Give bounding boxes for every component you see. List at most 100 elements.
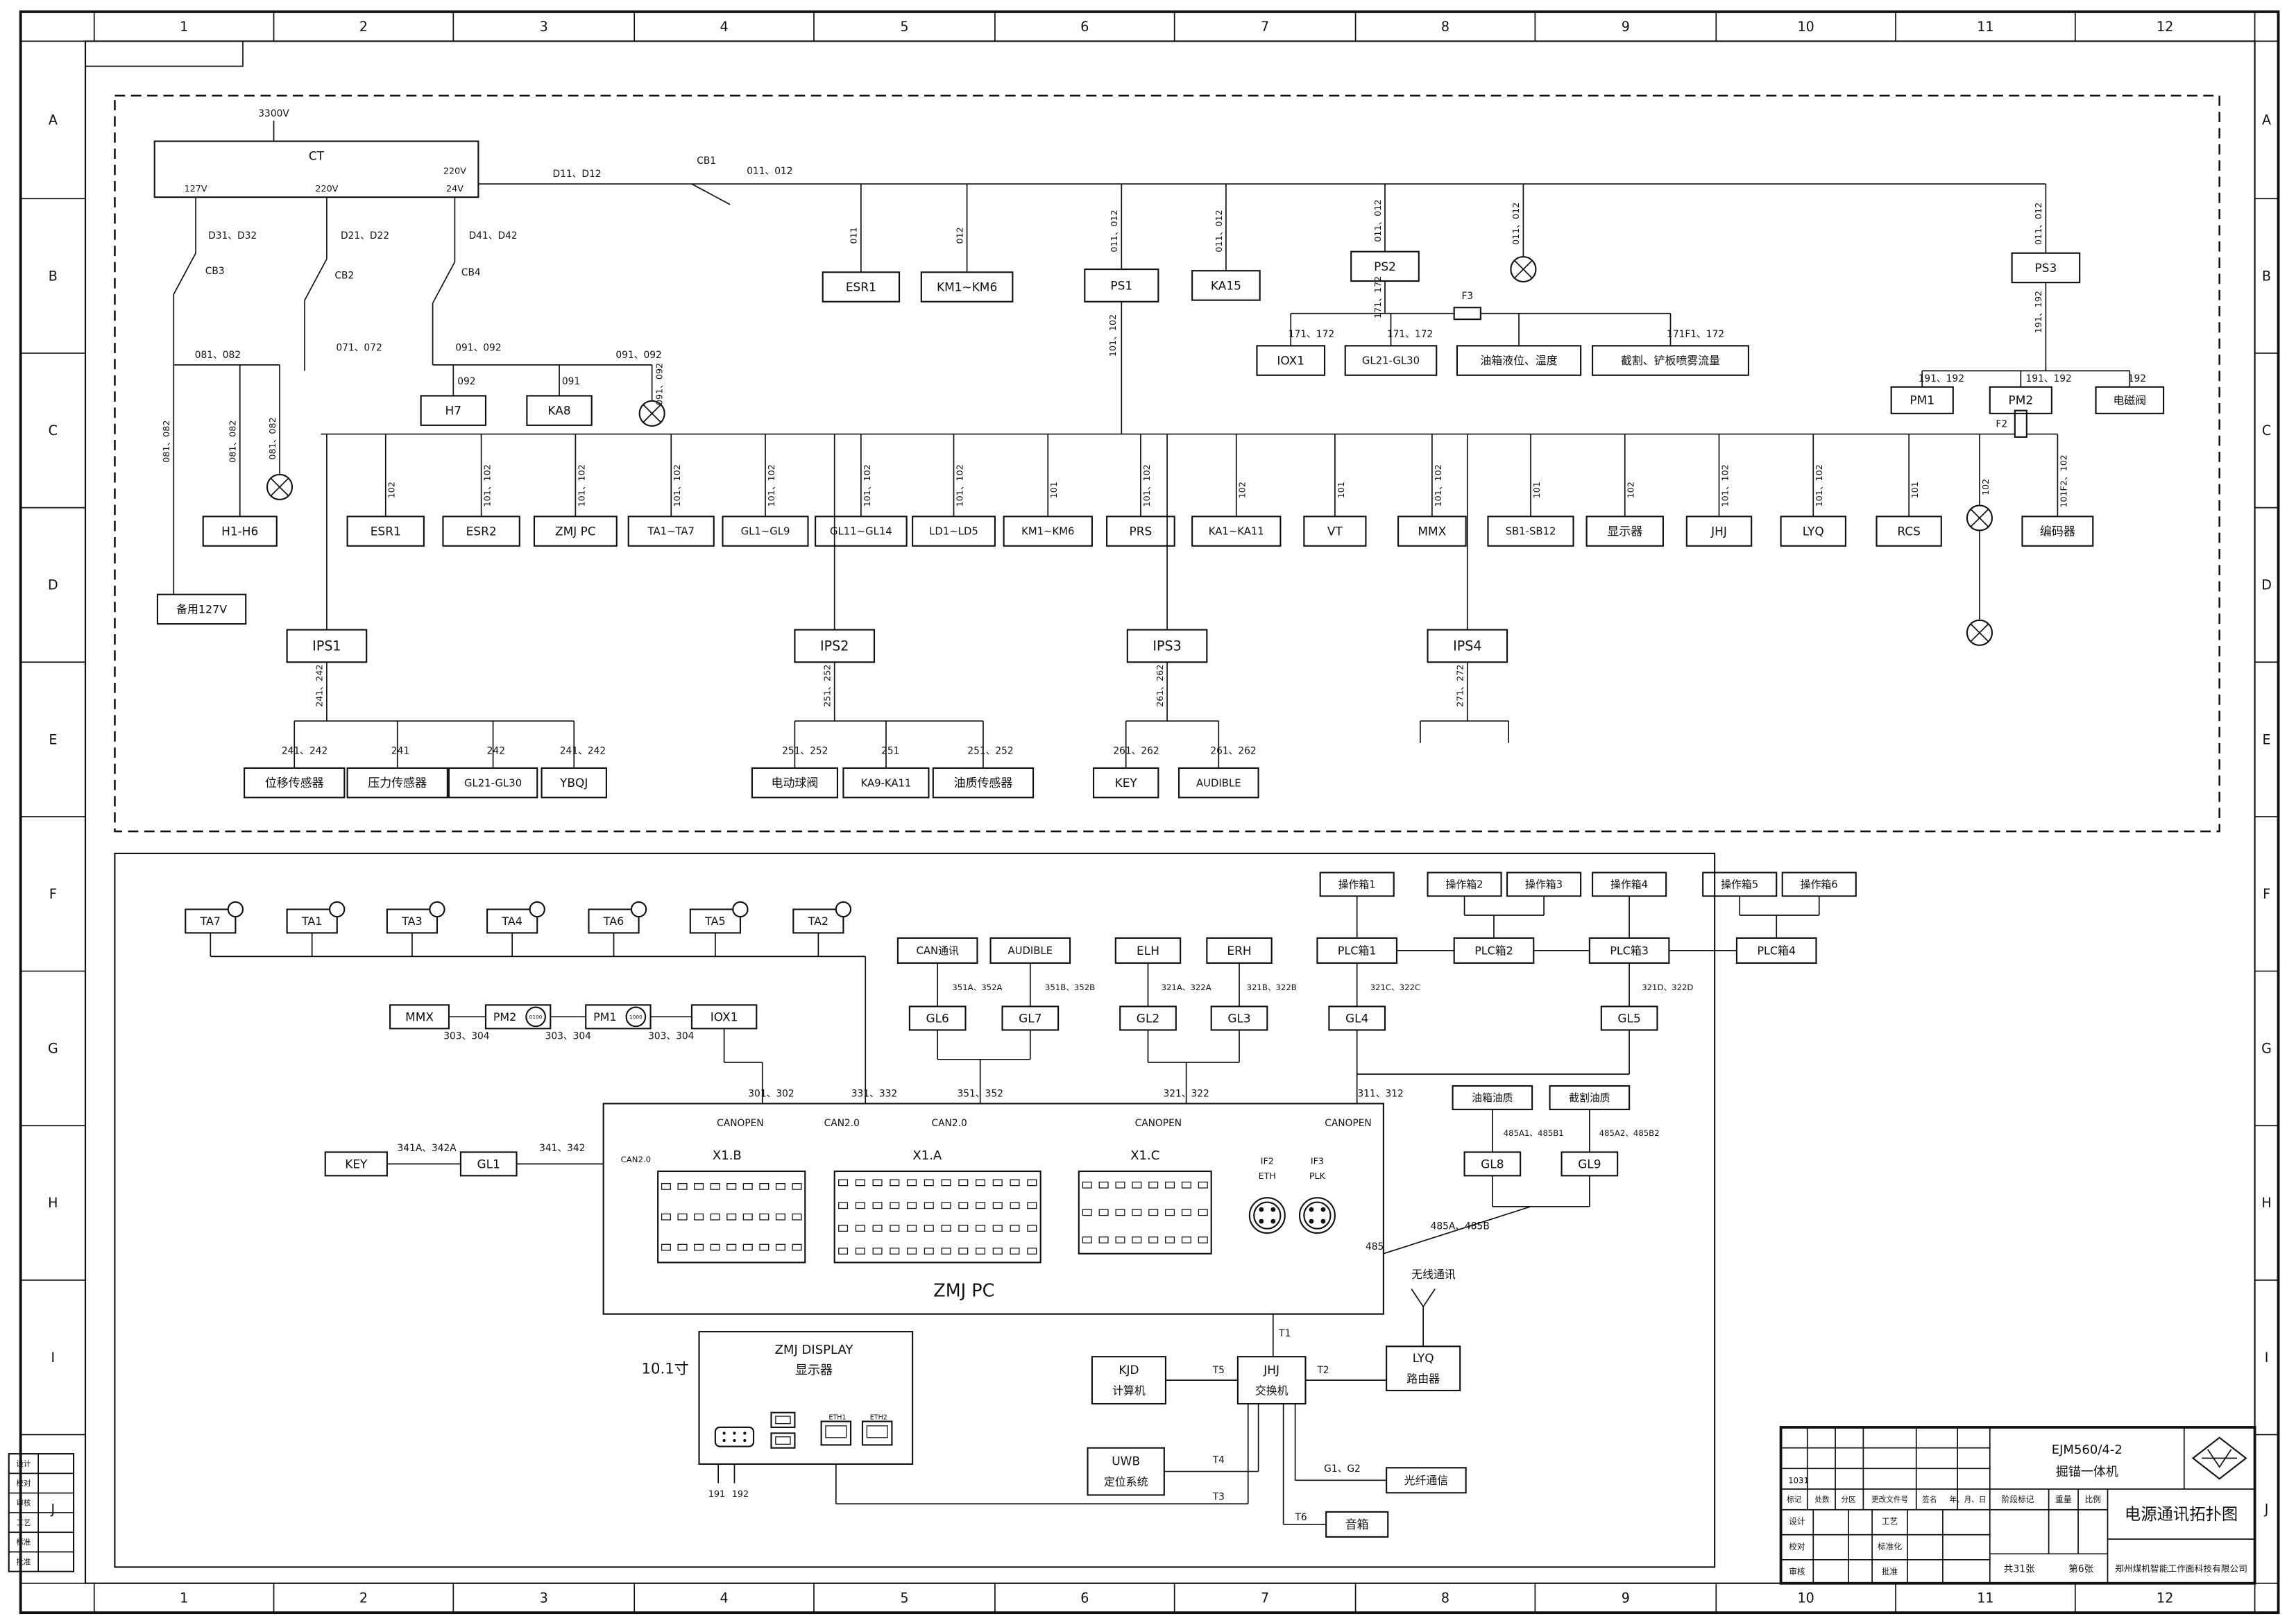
box-截割油质	[1549, 1085, 1631, 1110]
wire-label: 101、102	[954, 464, 964, 507]
connector-pin	[1027, 1248, 1037, 1255]
box-IPS1	[286, 629, 368, 663]
component-label: LYQ	[1413, 1351, 1434, 1365]
col-label: 3	[540, 1591, 548, 1606]
connector-pin	[1098, 1181, 1109, 1189]
current-transformer-box	[386, 908, 439, 934]
wire-label: 220V	[315, 183, 338, 194]
component-label: 操作箱2	[1446, 879, 1483, 891]
box-PM1	[585, 1004, 652, 1030]
component-label: KA8	[547, 404, 570, 418]
wire-label: 081、082	[228, 420, 238, 463]
lamp-cross	[643, 404, 661, 423]
row-label: E	[49, 732, 57, 747]
box-操作箱4	[1592, 872, 1667, 897]
company-logo	[2191, 1436, 2247, 1480]
connector-pin	[992, 1225, 1003, 1232]
box-PS2	[1350, 250, 1420, 282]
title-block-text: 签名	[1922, 1495, 1937, 1504]
col-label: 6	[1080, 19, 1089, 35]
wire-label: G1、G2	[1324, 1463, 1361, 1475]
box-PM2	[484, 1004, 552, 1030]
component-label: 油质传感器	[954, 776, 1013, 790]
component-label: KEY	[1115, 776, 1138, 790]
wire-label: X1.A	[912, 1148, 942, 1163]
pin-connector-block	[833, 1170, 1041, 1264]
title-block-text: 分区	[1842, 1496, 1857, 1504]
wire-label: 311、312	[1357, 1088, 1403, 1099]
box-PM1	[1890, 386, 1954, 414]
current-transformer-box	[185, 908, 237, 934]
box-操作箱5	[1702, 872, 1778, 897]
connector-pin	[872, 1248, 883, 1255]
round-connector-ring	[1253, 1201, 1282, 1230]
component-label: AUDIBLE	[1008, 945, 1053, 957]
wire-label: ETH2	[870, 1413, 887, 1421]
wire-label: 303、304	[545, 1031, 591, 1042]
component-label: KEY	[345, 1157, 368, 1171]
connector-pin	[941, 1248, 951, 1255]
connector-pin	[1148, 1209, 1159, 1216]
component-label: UWB	[1112, 1454, 1140, 1468]
row-label: I	[51, 1350, 56, 1366]
meter-value: 1000	[629, 1014, 643, 1020]
connector-pin	[941, 1179, 951, 1187]
component-label: IPS3	[1153, 639, 1181, 654]
title-block-text: 电源通讯拓扑图	[2125, 1505, 2238, 1524]
wire-label: 341、342	[539, 1143, 585, 1154]
connector-pin	[1181, 1209, 1191, 1216]
connector-pin	[677, 1183, 688, 1190]
connector-pin	[726, 1243, 737, 1251]
connector-pin	[890, 1202, 900, 1209]
col-label: 1	[180, 19, 188, 35]
connector-pin	[759, 1243, 769, 1251]
box-MMX	[389, 1004, 450, 1030]
connector-pin-dot	[1259, 1218, 1264, 1224]
connector-pin	[1082, 1237, 1092, 1243]
connector-pin	[838, 1179, 849, 1187]
component-label: KJD	[1119, 1363, 1139, 1377]
vga-pin	[743, 1438, 747, 1443]
margin-table-label: 标准	[16, 1538, 31, 1547]
box-GL4	[1328, 1005, 1386, 1031]
wire-label: X1.B	[713, 1148, 742, 1163]
connector-pin	[1010, 1225, 1020, 1232]
row-label: B	[49, 269, 58, 284]
box-KM1~KM6	[1003, 516, 1093, 547]
wire-label: 192	[732, 1488, 749, 1499]
connector-pin	[677, 1243, 688, 1251]
connector-pin	[710, 1213, 720, 1221]
connector-pin	[838, 1225, 849, 1232]
component-label: GL2	[1137, 1011, 1159, 1025]
wire-label: 10.1寸	[642, 1360, 689, 1377]
connector-pin	[907, 1202, 917, 1209]
component-label: GL9	[1578, 1157, 1601, 1171]
wire-label: 24V	[446, 183, 464, 194]
component-label: TA3	[401, 915, 422, 928]
connector-pin	[759, 1183, 769, 1190]
component-label: SB1-SB12	[1506, 526, 1556, 538]
connector-pin	[742, 1213, 753, 1221]
row-label: G	[2261, 1042, 2272, 1057]
component-label: MMX	[1418, 524, 1446, 538]
box-VT	[1303, 516, 1367, 547]
connector-pin	[1132, 1181, 1142, 1189]
margin-table-label: 审核	[16, 1499, 31, 1508]
title-block-text: 比例	[2085, 1495, 2101, 1504]
connector-pin	[958, 1179, 969, 1187]
wire-label: 101、102	[1814, 464, 1824, 507]
wire-label: 102	[386, 482, 397, 498]
title-block-text: 第6张	[2068, 1563, 2094, 1574]
col-label: 3	[540, 19, 548, 35]
connector-pin	[1181, 1237, 1191, 1243]
component-label: GL8	[1481, 1157, 1504, 1171]
component-label: 截割、铲板喷雾流量	[1621, 354, 1720, 367]
col-label: 11	[1977, 1591, 1993, 1606]
connector-pin	[1165, 1209, 1175, 1216]
component-sublabel: 路由器	[1406, 1373, 1440, 1386]
title-block-text: 郑州煤机智能工作面科技有限公司	[2115, 1563, 2247, 1574]
wire-label: CANOPEN	[1135, 1118, 1182, 1129]
component-label: ZMJ PC	[555, 524, 596, 538]
breaker-switch	[432, 262, 456, 304]
